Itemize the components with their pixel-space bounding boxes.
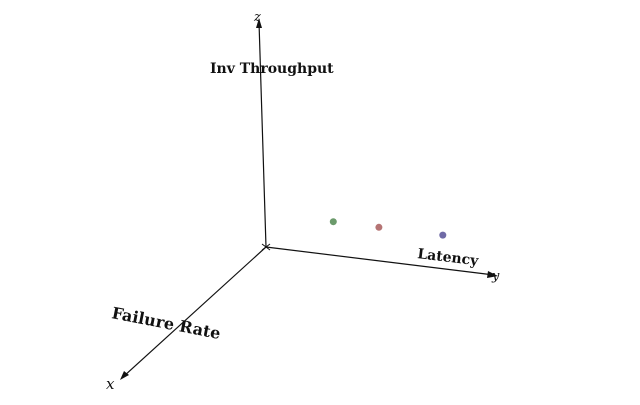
data-point-2 (375, 223, 383, 231)
z-axis-line (258, 21, 267, 248)
data-point-1 (329, 218, 337, 226)
y-axis-letter: y (491, 269, 500, 284)
points-layer (329, 218, 447, 239)
origin-tick (261, 243, 271, 251)
x-axis-line (122, 246, 267, 378)
axes-layer: x y z Inv Throughput Latency Failure Rat… (106, 10, 500, 393)
z-axis-label: Inv Throughput (210, 61, 334, 77)
y-axis-label: Latency (417, 246, 480, 269)
x-axis-letter: x (106, 375, 115, 393)
data-point-3 (439, 231, 447, 239)
z-axis-arrowhead (256, 18, 262, 28)
y-axis-line (265, 246, 495, 276)
z-axis-letter: z (253, 10, 261, 25)
x-axis-arrowhead (120, 371, 129, 380)
y-axis-arrowhead (487, 271, 498, 278)
